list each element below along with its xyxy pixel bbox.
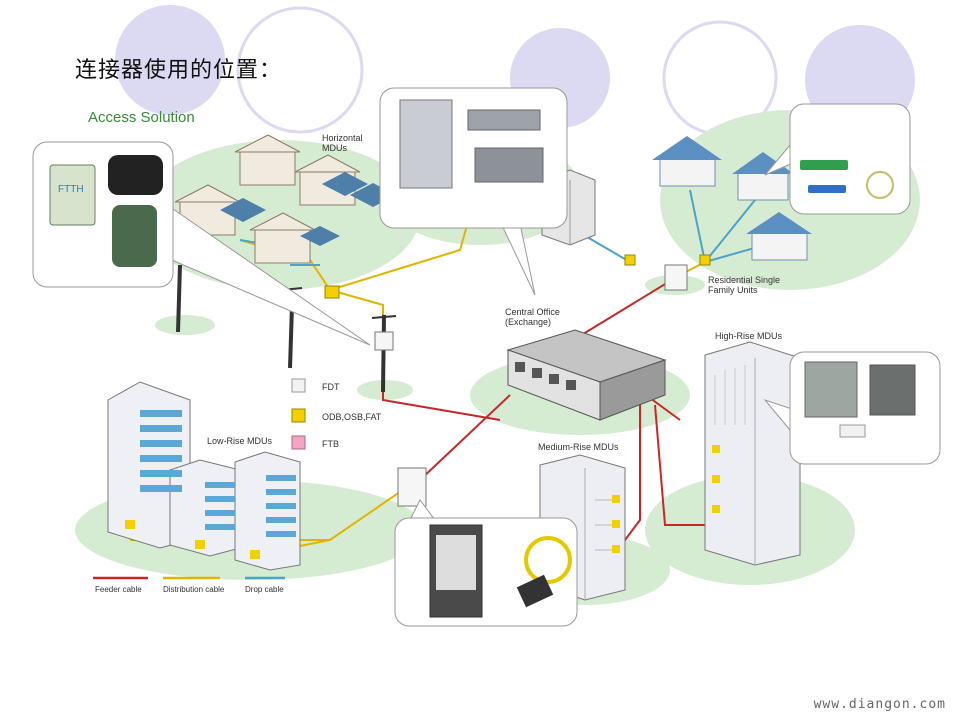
callout-left: FTTH [32, 141, 371, 346]
svg-text:FTTH: FTTH [58, 184, 84, 195]
label-medium-rise: Medium-Rise MDUs [538, 442, 619, 452]
utility-poles [176, 264, 397, 393]
legend-label-drop: Drop cable [245, 585, 284, 594]
page-title: 连接器使用的位置： [75, 58, 283, 83]
low-rise-buildings [107, 381, 301, 571]
legend-box-swatches [291, 378, 306, 450]
residential-houses [652, 136, 812, 261]
label-low-rise: Low-Rise MDUs [207, 436, 273, 446]
legend-label-distribution: Distribution cable [163, 585, 225, 594]
legend-label-ftb: FTB [322, 439, 339, 449]
watermark: www.diangon.com [813, 697, 946, 712]
label-high-rise: High-Rise MDUs [715, 331, 783, 341]
diagram-subtitle: Access Solution [88, 109, 195, 126]
callout-top [379, 87, 568, 296]
legend-swatch-fdt [291, 378, 306, 393]
label-central-office: Central Office (Exchange) [505, 307, 560, 327]
legend-label-odb: ODB,OSB,FAT [322, 412, 382, 422]
high-rise-building [704, 341, 801, 566]
legend-label-feeder: Feeder cable [95, 585, 142, 594]
legend-swatch-ftb [291, 435, 306, 450]
callout-right [763, 351, 941, 465]
central-office-building [506, 329, 667, 421]
legend-label-fdt: FDT [322, 382, 340, 392]
legend-swatch-odb [291, 408, 306, 423]
label-residential: Residential Single Family Units [708, 275, 781, 295]
callout-top-right [764, 103, 911, 215]
callout-bottom [394, 499, 578, 627]
network-boxes [125, 254, 720, 559]
label-horizontal-mdus: Horizontal MDUs [322, 133, 363, 153]
